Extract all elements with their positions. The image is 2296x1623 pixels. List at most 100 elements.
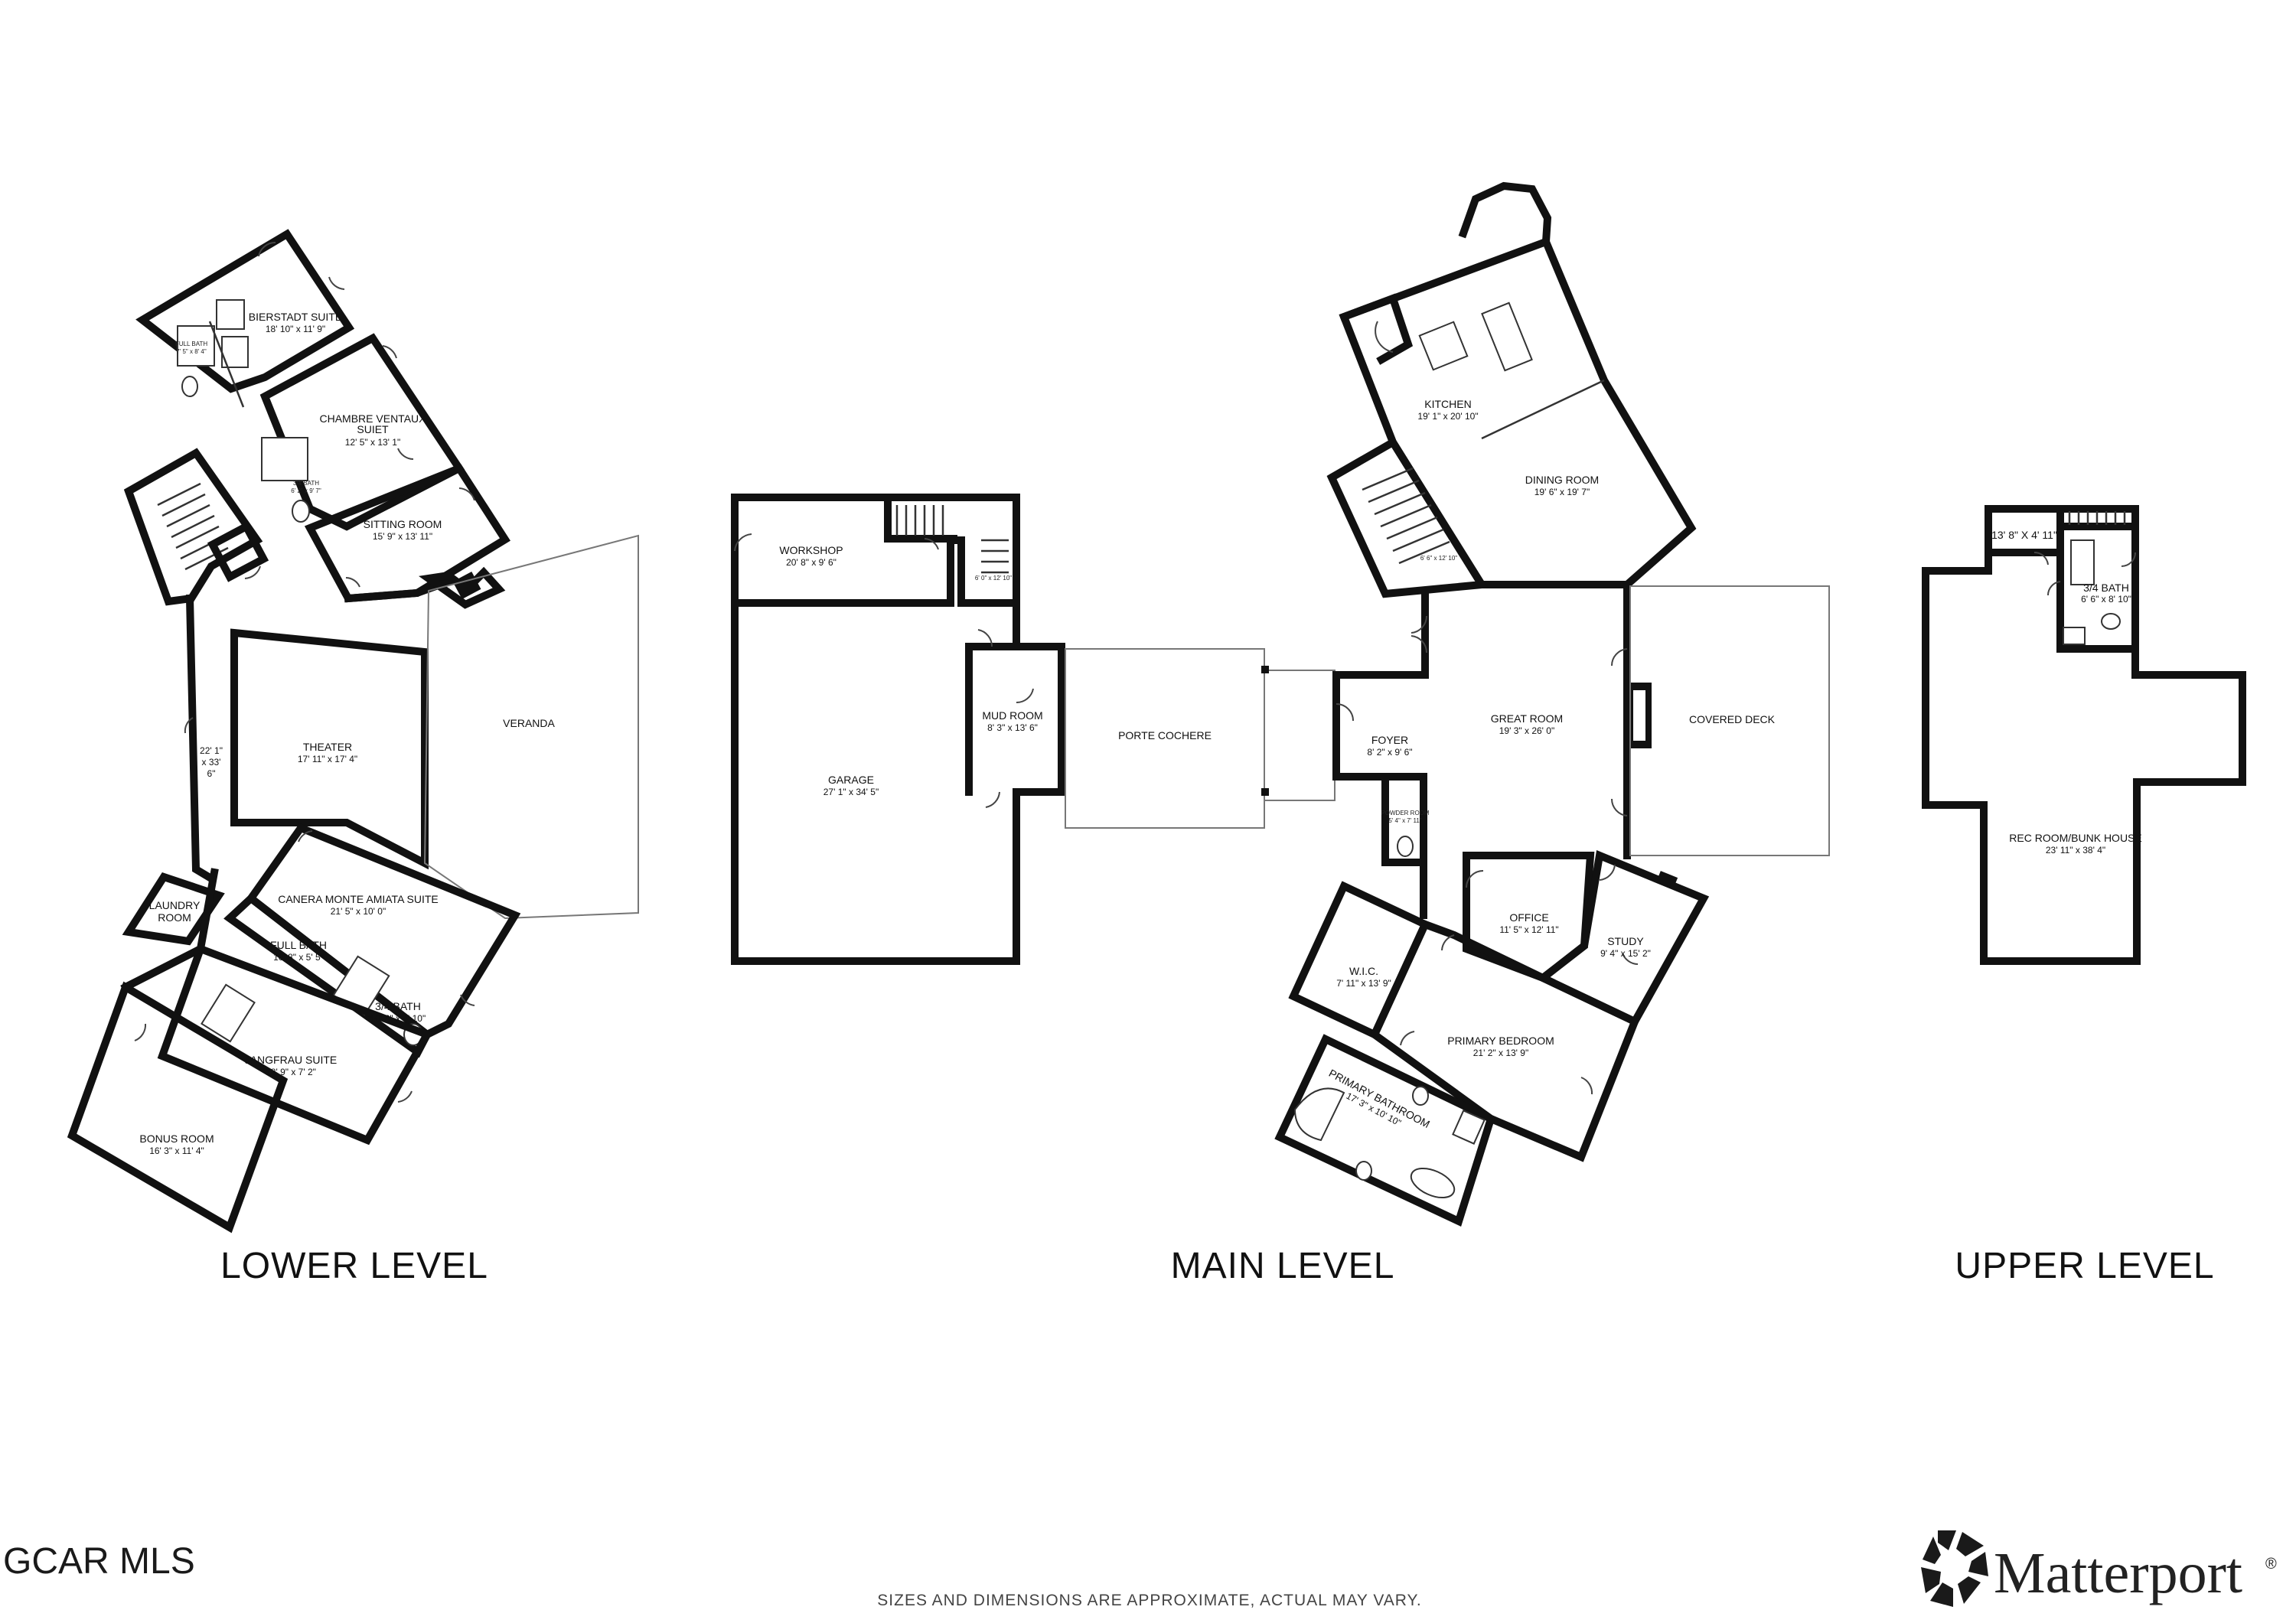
lower-level-title: LOWER LEVEL bbox=[220, 1246, 488, 1286]
room-dim-workshop-stair: 6' 0" x 12' 10" bbox=[975, 575, 1012, 582]
room-label-chambre-ventaux: CHAMBRE VENTAUX bbox=[320, 412, 427, 425]
room-dim-main-stair: 6' 6" x 12' 10" bbox=[1420, 555, 1457, 562]
room-dim-upper-closet: 13' 8" x 4' 11" bbox=[1991, 529, 2057, 541]
toilet-icon bbox=[1397, 836, 1414, 857]
toilet-icon bbox=[1355, 1161, 1372, 1181]
laundry-room-walls bbox=[122, 872, 225, 946]
room-dim-primary-bedroom: 21' 2" x 13' 9" bbox=[1473, 1048, 1528, 1058]
primary-bedroom-walls bbox=[1369, 919, 1640, 1162]
main-stair-walls bbox=[1326, 437, 1489, 598]
room-label-upper-bath: 3/4 BATH bbox=[2083, 582, 2129, 594]
room-label-wic: W.I.C. bbox=[1349, 965, 1378, 977]
room-dim-lower-bath-small: 6' 2" x 9' 7" bbox=[291, 487, 321, 494]
room-dim-powder-room: 5' 4" x 7' 11" bbox=[1388, 817, 1421, 824]
mls-watermark: GCAR MLS bbox=[3, 1541, 195, 1582]
room-dim-full-bath-small: 7' 5" x 8' 4" bbox=[176, 348, 207, 355]
garage-door-swings bbox=[734, 533, 1034, 808]
room-dim-full-bath: 10' 8" x 5' 5" bbox=[273, 952, 324, 963]
room-label-jangfrau-suite: JANGFRAU SUITE bbox=[245, 1054, 338, 1066]
room-label-garage: GARAGE bbox=[828, 774, 874, 786]
room-label-study: STUDY bbox=[1607, 935, 1644, 947]
lower-stair-walls bbox=[123, 448, 263, 606]
column-icon bbox=[1261, 788, 1269, 796]
room-label-dining-room: DINING ROOM bbox=[1525, 474, 1599, 486]
upper-level-plan: 13' 8" x 4' 11" 3/4 BATH 6' 6" x 8' 10" … bbox=[1922, 505, 2246, 1286]
closet-fixture bbox=[201, 983, 256, 1043]
room-dim-theater: 17' 11" x 17' 4" bbox=[298, 754, 357, 764]
workshop-stair-wall bbox=[884, 497, 957, 543]
room-label-sitting-room: SITTING ROOM bbox=[364, 518, 442, 530]
room-label-workshop: WORKSHOP bbox=[779, 544, 843, 556]
room-dim-hallway: 22' 1" bbox=[200, 745, 223, 756]
room-label-office: OFFICE bbox=[1509, 911, 1548, 924]
primary-bathroom-walls bbox=[1274, 1034, 1496, 1227]
lower-stair-treads bbox=[157, 482, 229, 571]
powder-room-walls bbox=[1381, 773, 1427, 866]
chambre-ventaux-walls bbox=[259, 333, 465, 531]
stair-landing bbox=[207, 521, 269, 582]
bonus-room-walls bbox=[67, 981, 289, 1234]
kitchen-counter bbox=[1481, 379, 1605, 440]
shower-fixture bbox=[2070, 539, 2095, 585]
upper-door-swings bbox=[2033, 551, 2136, 596]
main-level-house: KITCHEN 19' 1" x 20' 10" DINING ROOM 19'… bbox=[1171, 181, 1830, 1286]
theater-walls bbox=[230, 628, 429, 870]
bathtub-icon bbox=[1293, 1087, 1345, 1142]
main-stair-treads bbox=[1362, 467, 1450, 565]
upper-level-title: UPPER LEVEL bbox=[1955, 1246, 2214, 1286]
room-label-bierstadt-suite: BIERSTADT SUITE bbox=[249, 311, 342, 323]
house-door-swings bbox=[1336, 321, 1639, 1095]
main-level-garage-wing: WORKSHOP 20' 8" x 9' 6" 6' 0" x 12' 10" … bbox=[731, 494, 1336, 965]
room-dim-hallway-3: 6" bbox=[207, 768, 216, 779]
room-dim-hallway-2: x 33' bbox=[202, 757, 221, 768]
bath-fixture bbox=[177, 325, 215, 367]
room-label-mud-room: MUD ROOM bbox=[982, 709, 1042, 722]
lower-corridor-wall bbox=[185, 594, 217, 884]
room-dim-workshop: 20' 8" x 9' 6" bbox=[786, 557, 837, 568]
disclaimer-text: SIZES AND DIMENSIONS ARE APPROXIMATE, AC… bbox=[877, 1592, 1421, 1609]
room-label-rec-room: REC ROOM/BUNK HOUSE bbox=[2009, 832, 2141, 844]
room-label-kitchen: KITCHEN bbox=[1424, 398, 1471, 410]
room-label-great-room: GREAT ROOM bbox=[1491, 712, 1563, 725]
upper-bath-walls bbox=[2056, 505, 2139, 653]
fireplace-icon bbox=[419, 566, 506, 609]
lower-hall-wall bbox=[120, 868, 219, 992]
full-bath-walls bbox=[223, 893, 432, 1058]
room-dim-canera-suite: 21' 5" x 10' 0" bbox=[331, 906, 386, 917]
room-label-laundry-2: ROOM bbox=[158, 911, 191, 924]
room-label-powder-room: POWDER ROOM bbox=[1381, 810, 1429, 816]
room-dim-mud-room: 8' 3" x 13' 6" bbox=[987, 722, 1038, 733]
room-label-theater: THEATER bbox=[303, 741, 352, 753]
toilet-icon bbox=[2101, 613, 2121, 630]
room-label-covered-deck: COVERED DECK bbox=[1689, 713, 1776, 725]
room-label-laundry: LAUNDRY bbox=[149, 899, 201, 911]
room-dim-sitting-room: 15' 9" x 13' 11" bbox=[373, 531, 432, 542]
room-label-primary-bedroom: PRIMARY BEDROOM bbox=[1447, 1035, 1554, 1047]
column-icon bbox=[1261, 666, 1269, 673]
kitchen-island bbox=[1481, 301, 1533, 372]
room-dim-rec-room: 23' 11" x 38' 4" bbox=[2046, 845, 2105, 855]
matterport-logo-icon bbox=[1921, 1530, 1988, 1607]
room-dim-bonus-room: 16' 3" x 11' 4" bbox=[149, 1146, 204, 1156]
toilet-icon bbox=[181, 376, 198, 397]
room-label-bonus-room: BONUS ROOM bbox=[139, 1133, 214, 1145]
fireplace-icon bbox=[1633, 690, 1645, 741]
upper-stair-treads bbox=[2068, 511, 2126, 525]
door-swings bbox=[134, 241, 475, 1103]
room-dim-foyer: 8' 2" x 9' 6" bbox=[1367, 747, 1412, 758]
shower-fixture bbox=[1452, 1110, 1486, 1145]
kitchen-bay-window bbox=[1458, 181, 1552, 246]
room-dim-office: 11' 5" x 12' 11" bbox=[1499, 924, 1558, 935]
room-label-veranda: VERANDA bbox=[503, 717, 555, 729]
kitchen-dining-walls bbox=[1339, 236, 1697, 588]
rec-room-walls bbox=[1922, 505, 2246, 965]
room-label-full-bath-small: FULL BATH bbox=[175, 341, 207, 347]
bath-fixture bbox=[216, 299, 245, 330]
kitchen-island bbox=[1418, 321, 1469, 371]
footer: GCAR MLS SIZES AND DIMENSIONS ARE APPROX… bbox=[3, 1530, 2277, 1609]
room-dim-chambre-ventaux: 12' 5" x 13' 1" bbox=[345, 437, 400, 448]
room-dim-jangfrau-suite: 18' 9" x 7' 2" bbox=[266, 1067, 316, 1077]
room-dim-great-room: 19' 3" x 26' 0" bbox=[1499, 725, 1554, 736]
room-dim-kitchen: 19' 1" x 20' 10" bbox=[1417, 411, 1478, 422]
